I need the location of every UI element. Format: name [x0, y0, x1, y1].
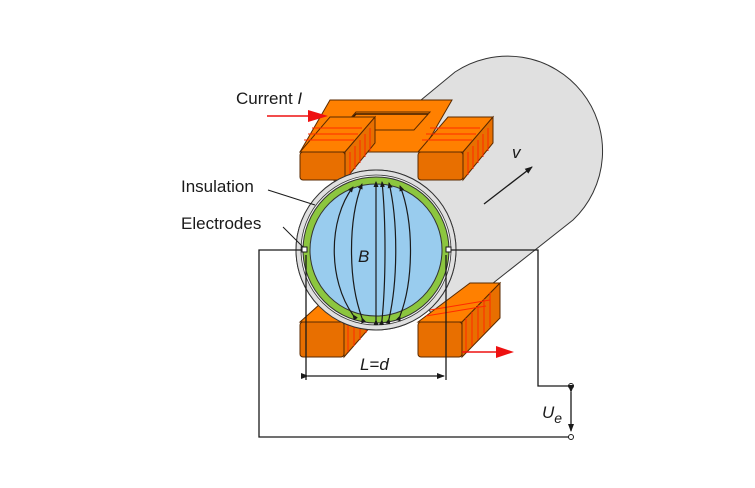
right-electrode	[445, 246, 452, 253]
bottom-right-coil	[425, 292, 491, 352]
magnetic-field-lines	[333, 181, 412, 326]
electrodes-label: Electrodes	[181, 214, 261, 233]
field-label: B	[358, 247, 369, 266]
distance-label: L=d	[360, 355, 389, 374]
measurement-circuit	[258, 249, 574, 440]
top-left-coil	[304, 127, 371, 175]
current-arrow-in	[267, 110, 328, 122]
current-arrow-out	[462, 346, 514, 358]
current-label: Current I	[236, 89, 302, 108]
left-electrode	[301, 246, 308, 253]
top-magnet	[298, 99, 495, 182]
electrodes-leader	[282, 226, 304, 248]
top-right-coil	[422, 127, 489, 175]
velocity-arrow	[483, 166, 533, 205]
velocity-label: v	[512, 143, 522, 162]
insulation-leader	[267, 189, 316, 206]
insulation-label: Insulation	[181, 177, 254, 196]
voltage-label: Ue	[542, 403, 562, 426]
dimension-L	[301, 255, 447, 380]
